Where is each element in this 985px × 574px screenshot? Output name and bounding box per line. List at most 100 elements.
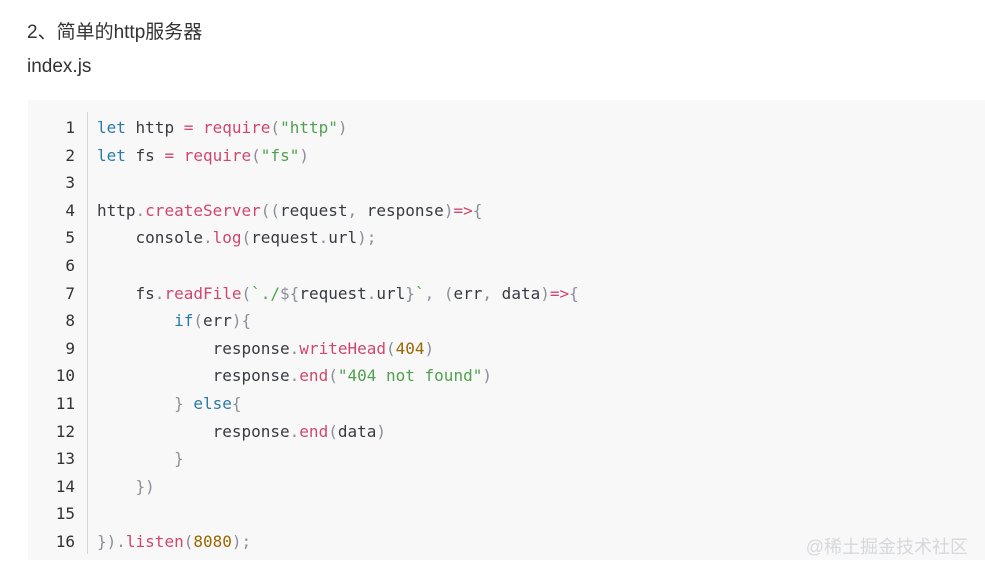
code-token: writeHead xyxy=(299,338,386,358)
file-name: index.js xyxy=(27,56,92,77)
code-token: createServer xyxy=(145,200,261,220)
code-token: }). xyxy=(97,531,126,551)
code-token: ( xyxy=(270,118,281,137)
code-token: ); xyxy=(357,228,377,248)
line-number: 15 xyxy=(55,504,75,524)
code-token: url xyxy=(328,228,358,248)
line-number: 5 xyxy=(65,228,75,248)
line-number: 10 xyxy=(55,366,75,386)
line-number: 2 xyxy=(65,145,75,165)
code-token xyxy=(97,477,136,496)
code-line: } else{ xyxy=(97,390,579,418)
code-token: fs xyxy=(97,283,155,303)
code-token: . xyxy=(289,421,300,441)
code-token: url xyxy=(376,283,406,303)
code-token xyxy=(434,284,444,303)
code-token: http xyxy=(125,118,184,137)
code-token: response xyxy=(97,338,290,358)
code-token xyxy=(193,118,203,137)
code-line: }).listen(8080); xyxy=(97,528,579,556)
line-number: 16 xyxy=(55,531,75,551)
code-token: (( xyxy=(260,200,281,220)
code-token: , xyxy=(482,283,493,303)
line-number: 6 xyxy=(65,255,75,275)
code-token: { xyxy=(241,311,252,331)
code-token: ) xyxy=(376,421,387,441)
code-token: log xyxy=(212,228,242,248)
code-token: } xyxy=(405,283,415,303)
code-token: console xyxy=(97,228,203,248)
code-token: ) xyxy=(443,200,454,220)
code-token xyxy=(97,311,174,330)
code-token: ) xyxy=(231,311,242,331)
code-token: ` xyxy=(414,283,425,303)
code-token: ) xyxy=(482,366,492,386)
code-token: { xyxy=(472,200,483,220)
code-token: . xyxy=(366,283,377,303)
code-token: ( xyxy=(443,283,454,303)
code-token: data xyxy=(337,421,377,441)
code-line: response.writeHead(404) xyxy=(97,335,579,363)
line-number: 7 xyxy=(65,283,75,303)
code-token: end xyxy=(299,366,329,386)
code-token: ( xyxy=(241,228,252,248)
code-token: . xyxy=(154,283,165,303)
code-token: let xyxy=(97,118,126,137)
code-token: . xyxy=(202,228,213,248)
code-content[interactable]: let http = require("http")let fs = requi… xyxy=(97,114,579,556)
code-line: http.createServer((request, response)=>{ xyxy=(97,197,579,225)
code-token: else xyxy=(193,393,232,413)
code-line: fs.readFile(`./${request.url}`, (err, da… xyxy=(97,280,579,308)
code-token: readFile xyxy=(164,283,242,303)
code-line: }) xyxy=(97,473,579,501)
code-token: request xyxy=(280,200,348,220)
code-token: listen xyxy=(125,531,184,551)
code-token: err xyxy=(453,283,483,303)
line-number: 9 xyxy=(65,338,75,358)
code-token: ${ xyxy=(280,283,300,303)
code-line: console.log(request.url); xyxy=(97,224,579,252)
code-token: }) xyxy=(135,476,155,496)
code-line: if(err){ xyxy=(97,307,579,335)
code-token: let xyxy=(97,145,126,165)
code-token xyxy=(97,449,174,468)
code-token xyxy=(184,394,194,413)
code-token: ); xyxy=(231,531,252,551)
code-token: http xyxy=(97,200,136,220)
code-token: } xyxy=(174,449,184,469)
code-line xyxy=(97,252,579,280)
line-number: 12 xyxy=(55,421,75,441)
code-token: end xyxy=(299,421,329,441)
code-token: 8080 xyxy=(193,531,232,551)
code-token: { xyxy=(569,283,579,303)
code-token: , xyxy=(424,283,435,303)
code-line: } xyxy=(97,445,579,473)
code-token: } xyxy=(174,393,184,413)
code-token: ( xyxy=(241,283,252,303)
code-token: . xyxy=(318,228,329,248)
code-token: `./ xyxy=(251,283,281,303)
line-number: 1 xyxy=(65,118,75,137)
line-number: 11 xyxy=(55,393,75,413)
code-token: , xyxy=(347,200,358,220)
code-line xyxy=(97,169,579,197)
code-token: . xyxy=(289,338,300,358)
line-number: 13 xyxy=(55,449,75,469)
code-token: ( xyxy=(328,366,338,386)
code-token: ( xyxy=(183,531,194,551)
code-token: err xyxy=(202,311,232,331)
code-token: = xyxy=(164,145,175,165)
code-token xyxy=(174,146,184,165)
code-token: . xyxy=(289,366,300,386)
code-line: let fs = require("fs") xyxy=(97,142,579,170)
code-token: = xyxy=(183,118,194,137)
gutter-divider xyxy=(87,112,88,554)
code-token: "http" xyxy=(280,118,338,137)
code-line: let http = require("http") xyxy=(97,114,579,142)
code-token: request xyxy=(299,283,367,303)
code-token: require xyxy=(183,145,252,165)
code-token: response xyxy=(357,200,444,220)
code-token: require xyxy=(202,118,271,137)
